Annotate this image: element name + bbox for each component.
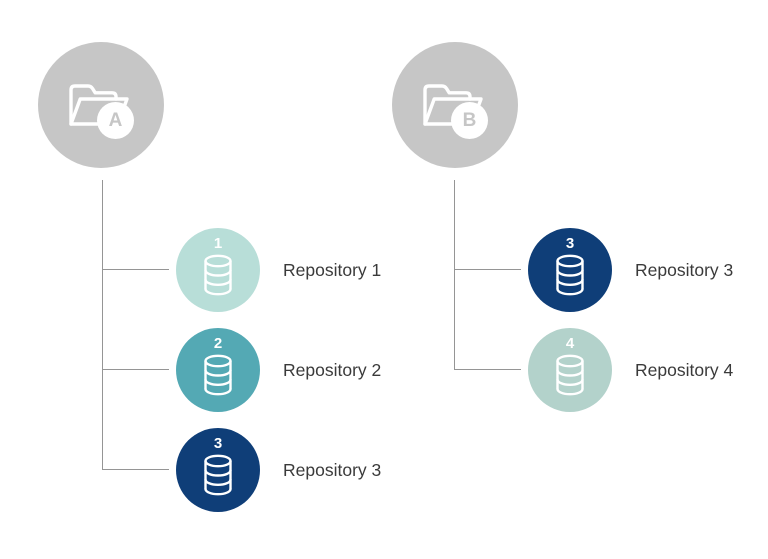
repo-label: Repository 3: [635, 260, 734, 280]
tree-connector-branch: [102, 469, 169, 470]
database-icon: [200, 354, 236, 401]
repo-number: 4: [565, 335, 575, 352]
tree-connector-vertical: [102, 180, 103, 470]
database-icon: [200, 254, 236, 301]
tree-connector-branch: [454, 269, 521, 270]
repo-circle: 3: [176, 428, 260, 512]
repo-label: Repository 4: [635, 360, 734, 380]
folder-letter-badge: A: [97, 102, 134, 139]
repo-number: 1: [213, 235, 223, 252]
repo-circle: 4: [528, 328, 612, 412]
repo-number: 3: [213, 435, 223, 452]
folder-a-circle: A: [38, 42, 164, 168]
repo-number: 3: [565, 235, 575, 252]
repo-circle: 2: [176, 328, 260, 412]
folder-b-circle: B: [392, 42, 518, 168]
repo-label: Repository 1: [283, 260, 382, 280]
tree-connector-branch: [102, 269, 169, 270]
database-icon: [200, 454, 236, 501]
repo-circle: 1: [176, 228, 260, 312]
database-icon: [552, 354, 588, 401]
repo-label: Repository 2: [283, 360, 382, 380]
database-icon: [552, 254, 588, 301]
repo-label: Repository 3: [283, 460, 382, 480]
tree-connector-branch: [102, 369, 169, 370]
repo-circle: 3: [528, 228, 612, 312]
repo-number: 2: [213, 335, 223, 352]
tree-connector-branch: [454, 369, 521, 370]
tree-connector-vertical: [454, 180, 455, 370]
folder-letter-badge: B: [451, 102, 488, 139]
